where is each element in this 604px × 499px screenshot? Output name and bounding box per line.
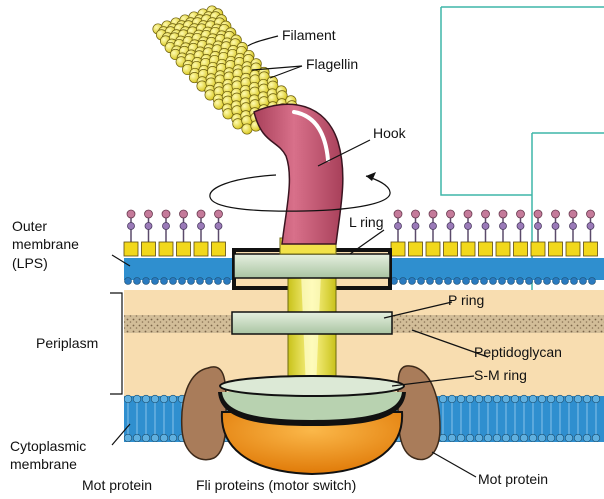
label-sm-ring: S-M ring (474, 367, 527, 383)
outer-membrane (123, 209, 604, 285)
label-outer-membrane-2: membrane (12, 236, 79, 252)
fli-proteins (220, 411, 404, 476)
label-outer-membrane-1: Outer (12, 218, 47, 234)
label-cytoplasmic-1: Cytoplasmic (10, 438, 86, 454)
label-peptidoglycan: Peptidoglycan (474, 344, 562, 360)
label-fli-proteins: Fli proteins (motor switch) (196, 477, 356, 493)
leader-lines (110, 35, 489, 478)
label-mot-protein-left: Mot protein (82, 477, 152, 493)
label-p-ring: P ring (448, 292, 484, 308)
label-hook: Hook (373, 125, 407, 141)
rotation-arrow (209, 172, 391, 212)
label-l-ring: L ring (349, 214, 384, 230)
sm-ring (218, 375, 406, 426)
hook (253, 103, 344, 245)
label-filament: Filament (282, 27, 336, 43)
p-ring (231, 311, 393, 335)
label-cytoplasmic-2: membrane (10, 456, 77, 472)
label-mot-protein-right: Mot protein (478, 471, 548, 487)
label-flagellin: Flagellin (306, 56, 358, 72)
label-outer-membrane-3: (LPS) (12, 255, 48, 271)
l-ring (233, 253, 391, 279)
label-periplasm: Periplasm (36, 335, 98, 351)
